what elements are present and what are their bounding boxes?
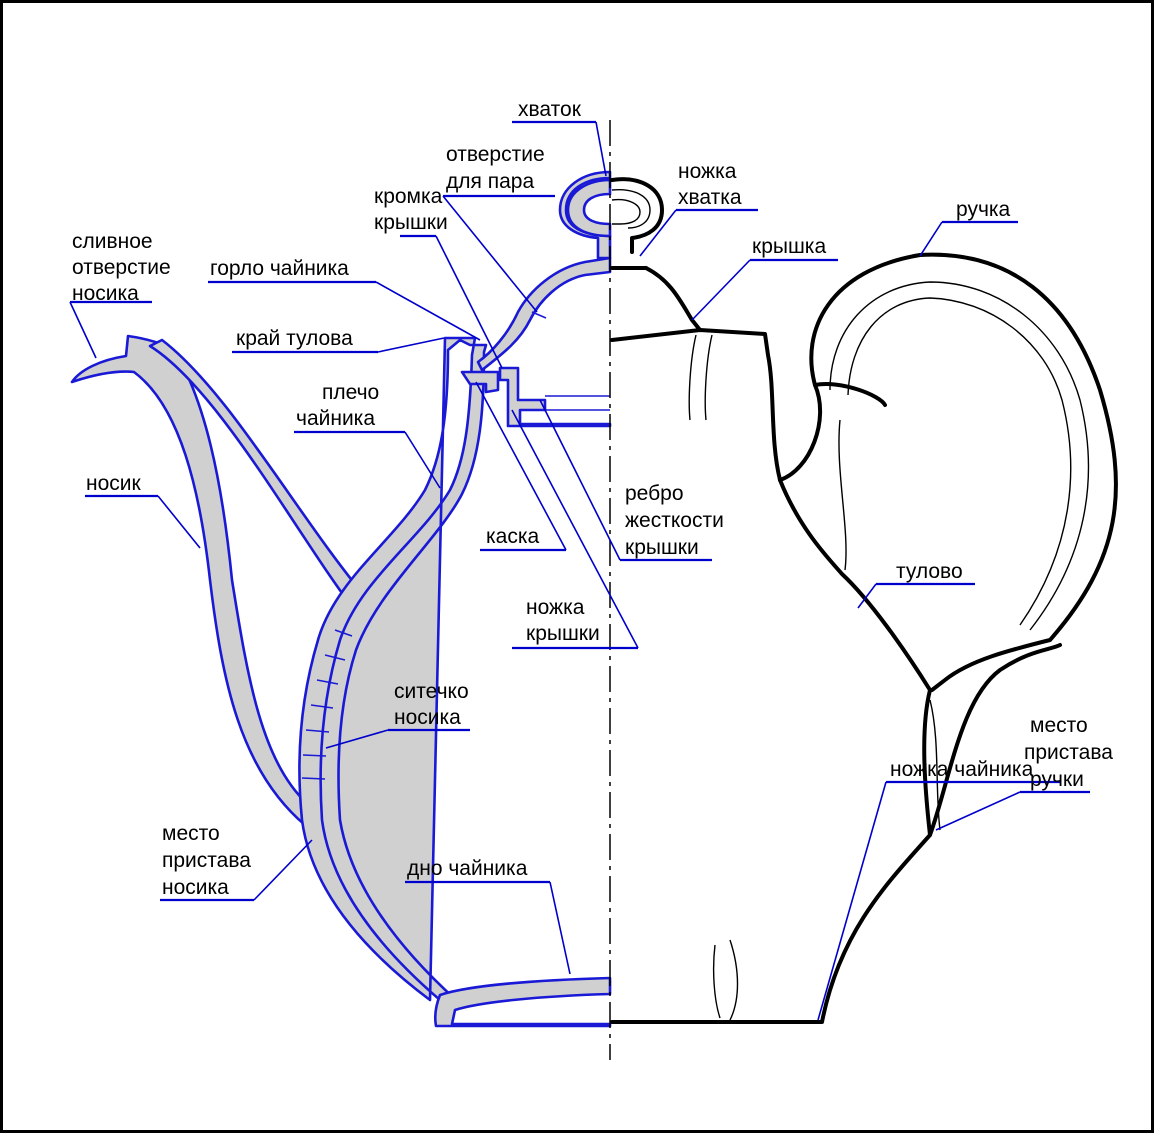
label-strainer-2: носика [394,706,461,729]
label-handle-joint-3: ручки [1030,768,1084,791]
label-spout: носик [86,472,142,495]
label-handle: ручка [956,198,1011,221]
label-helmet: каска [486,525,539,548]
label-spout-joint-2: пристава [162,849,251,872]
label-handle-joint-2: пристава [1024,741,1113,764]
label-bottom: дно чайника [407,857,528,880]
label-strainer-1: ситечко [394,680,469,703]
label-lid: крышка [752,235,826,258]
label-knob-foot-2: хватка [678,186,742,209]
label-lid-rib-1: ребро [625,482,684,505]
label-steam-hole-1: отверстие [446,143,545,166]
label-lid-rib-3: крышки [625,536,699,559]
label-spout-opening-1: сливное [72,230,153,253]
label-steam-hole-2: для пара [446,170,534,193]
label-spout-opening-3: носика [72,282,139,305]
label-handle-joint-1: место [1030,714,1088,737]
label-lid-foot-2: крышки [526,622,600,645]
label-teapot-foot: ножка чайника [890,758,1034,781]
label-shoulder-2: чайника [296,407,375,430]
label-lid-edge-1: кромка [374,185,443,208]
label-lid-rib-2: жесткости [625,509,724,532]
label-khvatok: хваток [518,98,582,121]
label-lid-edge-2: крышки [374,211,448,234]
label-knob-foot-1: ножка [678,160,737,183]
label-body-edge: край тулова [236,327,353,350]
label-lid-foot-1: ножка [526,596,585,619]
label-spout-joint-3: носика [162,876,229,899]
label-spout-opening-2: отверстие [72,256,171,279]
label-spout-joint-1: место [162,822,220,845]
label-neck: горло чайника [210,257,349,280]
label-body: тулово [896,560,963,583]
label-shoulder-1: плечо [322,381,379,404]
